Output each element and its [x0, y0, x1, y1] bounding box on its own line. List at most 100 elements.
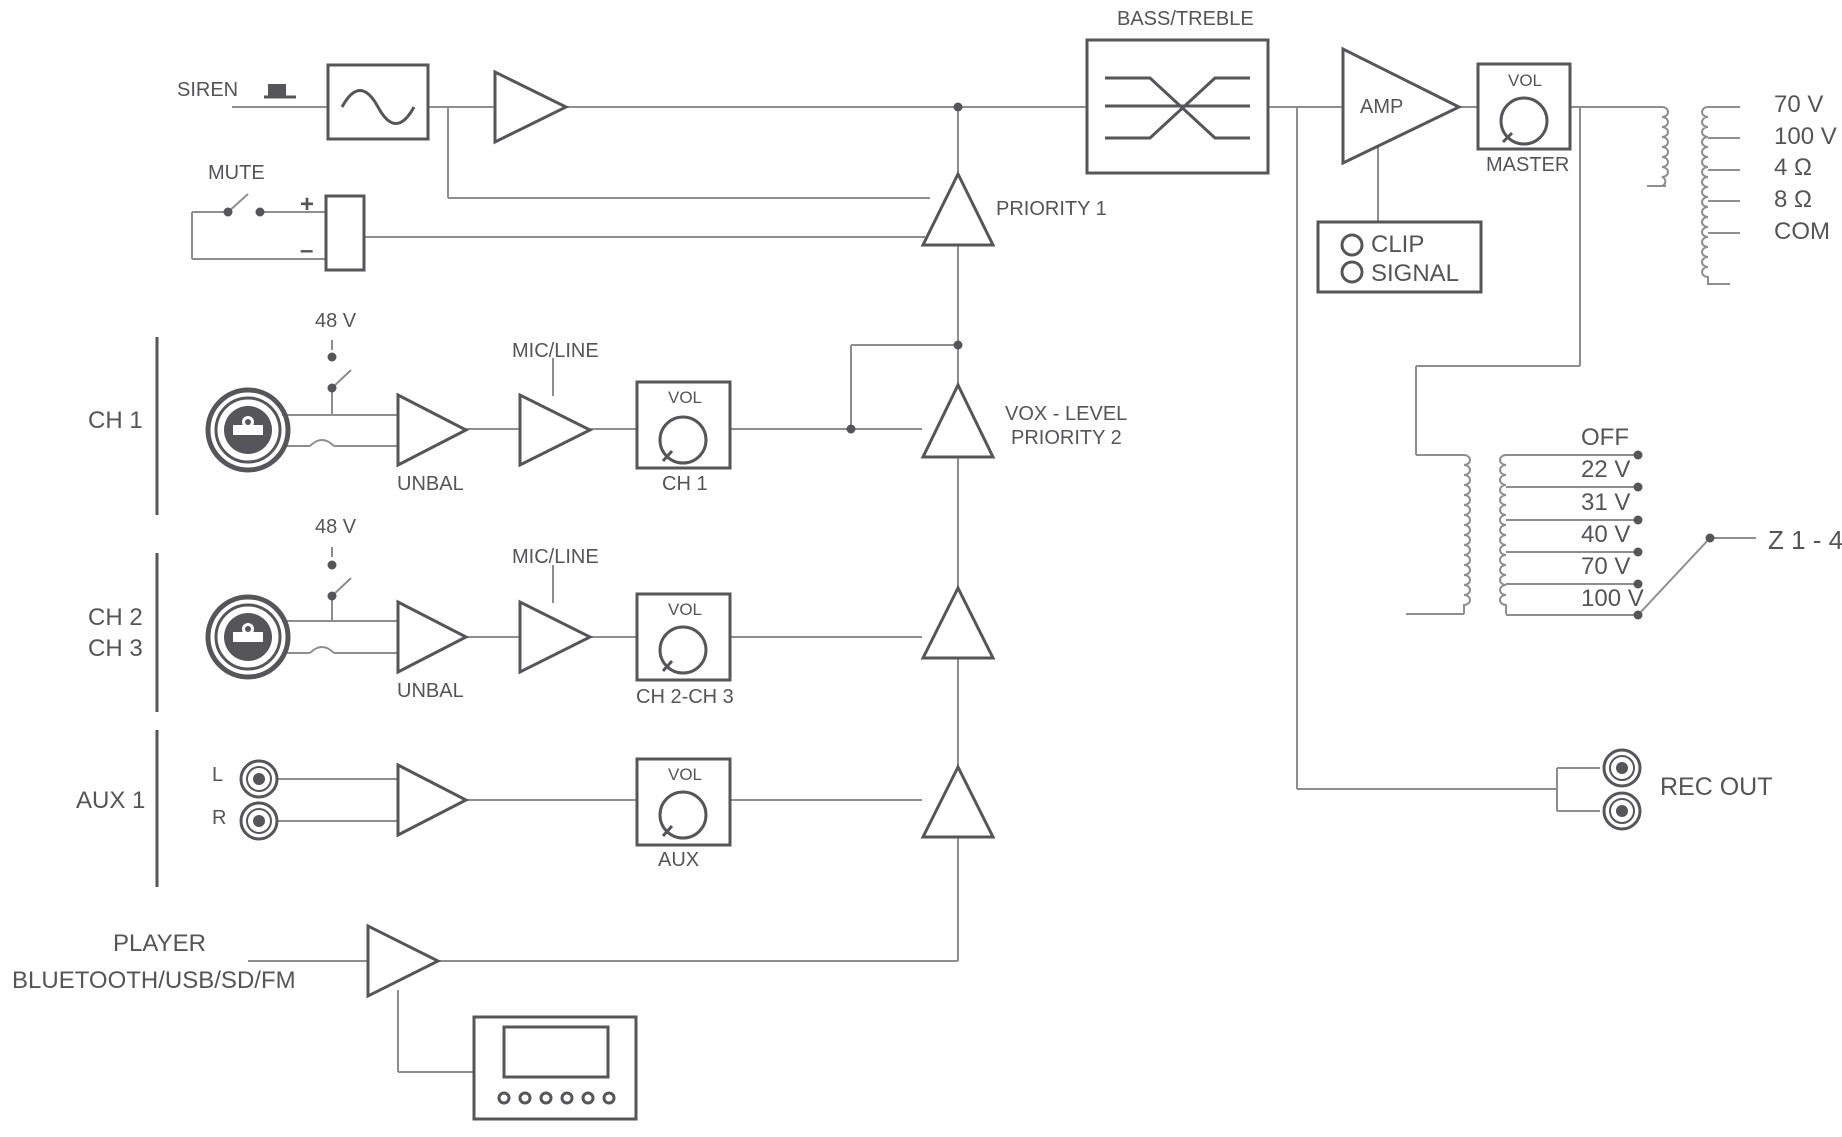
priority1-amplifier [920, 170, 996, 247]
power-amplifier: AMP [1341, 46, 1463, 166]
zone-tap-40v: 40 V [1581, 521, 1630, 548]
aux-1: AUX 1 L R VOL AUX [76, 730, 996, 887]
clip-led-icon [1340, 233, 1364, 257]
ch2-mic-line-amp [518, 599, 594, 675]
aux-vol-name: AUX [658, 849, 699, 871]
secondary-coil [1701, 106, 1730, 285]
knob-pointer [661, 824, 674, 838]
player-sources-label: BLUETOOTH/USB/SD/FM [12, 967, 296, 994]
tap-8ohm: 8 Ω [1774, 186, 1812, 213]
ch1-phantom-label: 48 V [315, 310, 357, 332]
zone-tap-70v: 70 V [1581, 553, 1630, 580]
ch2-ch3-mix-amplifier [920, 584, 996, 660]
vox-priority2-amplifier [920, 381, 996, 459]
mute-control-terminal [324, 194, 366, 272]
mute-label: MUTE [208, 162, 265, 184]
rec-out: REC OUT [1602, 748, 1773, 831]
amp-label: AMP [1360, 96, 1403, 118]
zone-transformer: OFF 22 V 31 V 40 V 70 V 100 V Z 1 - 4 [1416, 424, 1842, 620]
priority2-label: PRIORITY 2 [1011, 427, 1122, 449]
ch2-group-label: CH 2 [88, 604, 143, 631]
clip-label: CLIP [1371, 231, 1424, 258]
mute-section: MUTE + – [208, 162, 366, 272]
ch1-unbal-label: UNBAL [397, 473, 464, 495]
signal-label: SIGNAL [1371, 260, 1459, 287]
zone-tap-100v: 100 V [1581, 585, 1644, 612]
ch1-vol-name: CH 1 [662, 473, 708, 495]
tap-com: COM [1774, 218, 1830, 245]
aux-vol-label: VOL [668, 765, 702, 784]
ch2-phantom-label: 48 V [315, 516, 357, 538]
ch2-mic-line-label: MIC/LINE [512, 546, 599, 568]
bass-treble-eq: BASS/TREBLE [1085, 8, 1270, 175]
ch2-ch3-vol-name: CH 2-CH 3 [636, 686, 734, 708]
player-label: PLAYER [113, 930, 206, 957]
player-module-icon [472, 1015, 638, 1121]
master-vol-label: VOL [1508, 71, 1542, 90]
aux-volume-control[interactable]: VOL [635, 757, 732, 847]
ch2-unbal-label: UNBAL [397, 680, 464, 702]
siren-amplifier [493, 69, 570, 145]
speaker-transformer: 70 V 100 V 4 Ω 8 Ω COM [1657, 91, 1837, 285]
aux-right-label: R [212, 807, 226, 829]
tap-70v: 70 V [1774, 91, 1823, 118]
ch1-volume-control[interactable]: VOL [635, 380, 732, 470]
aux-volume-knob [658, 790, 708, 840]
priority1-stage: PRIORITY 1 [920, 102, 1107, 247]
ch1-vol-label: VOL [668, 388, 702, 407]
zone-secondary-coil [1499, 454, 1507, 614]
knob-pointer [661, 449, 674, 463]
aux-amplifier [396, 762, 470, 838]
siren-input: SIREN [177, 63, 570, 145]
bus-junction [953, 102, 963, 112]
ch2-ch3-volume-knob [658, 625, 708, 675]
signal-wires [191, 106, 1756, 1073]
ch1-volume-knob [658, 415, 708, 465]
knob-pointer [661, 659, 674, 673]
ch1-mic-line-amp [518, 392, 594, 468]
ch1-preamp-unbal [396, 392, 470, 468]
master-label: MASTER [1486, 154, 1569, 176]
minus-sign: – [300, 237, 313, 264]
zones-label: Z 1 - 4 [1768, 525, 1842, 555]
ch1-group-label: CH 1 [88, 407, 143, 434]
tap-100v: 100 V [1774, 123, 1837, 150]
ch2-ch3-combo-jack-icon [205, 594, 291, 680]
ch2-vol-label: VOL [668, 600, 702, 619]
ch2-ch3-volume-control[interactable]: VOL [635, 592, 732, 682]
rec-out-jack-bottom [1602, 791, 1642, 831]
ch2-preamp-unbal [396, 599, 470, 675]
player-amplifier [366, 923, 442, 999]
priority1-label: PRIORITY 1 [996, 198, 1107, 220]
plus-sign: + [300, 191, 314, 218]
channel-2-3: CH 2 CH 3 48 V UNBAL MIC/LINE VOL CH 2-C… [88, 516, 996, 712]
tap-4ohm: 4 Ω [1774, 154, 1812, 181]
rec-out-label: REC OUT [1660, 773, 1773, 801]
aux-left-rca-jack-icon [239, 759, 279, 799]
siren-push-button[interactable] [264, 84, 296, 99]
channel-1: CH 1 48 V UNBAL MIC/LINE VOL CH 1 VOX - … [88, 310, 1127, 515]
aux-mix-amplifier [920, 763, 996, 839]
signal-led-icon [1340, 260, 1364, 284]
sine-wave-icon [340, 89, 416, 125]
master-volume-knob [1499, 96, 1549, 146]
player-display [502, 1025, 610, 1079]
bass-treble-label: BASS/TREBLE [1117, 8, 1254, 30]
knob-pointer [1501, 131, 1514, 144]
led-indicators: CLIP SIGNAL [1316, 220, 1483, 294]
vox-level-label: VOX - LEVEL [1005, 403, 1127, 425]
media-player: PLAYER BLUETOOTH/USB/SD/FM [12, 923, 638, 1121]
master-volume[interactable]: VOL MASTER [1476, 62, 1572, 176]
siren-label: SIREN [177, 79, 238, 101]
rec-out-jack-top [1602, 748, 1642, 788]
zone-tap-off: OFF [1581, 424, 1629, 451]
siren-oscillator [326, 63, 430, 141]
zone-tap-31v: 31 V [1581, 489, 1630, 516]
aux-left-label: L [212, 764, 223, 786]
ch3-group-label: CH 3 [88, 635, 143, 662]
aux-right-rca-jack-icon [239, 801, 279, 841]
zone-tap-22v: 22 V [1581, 456, 1630, 483]
zone-primary-coil [1416, 454, 1471, 614]
ch1-mic-line-label: MIC/LINE [512, 340, 599, 362]
